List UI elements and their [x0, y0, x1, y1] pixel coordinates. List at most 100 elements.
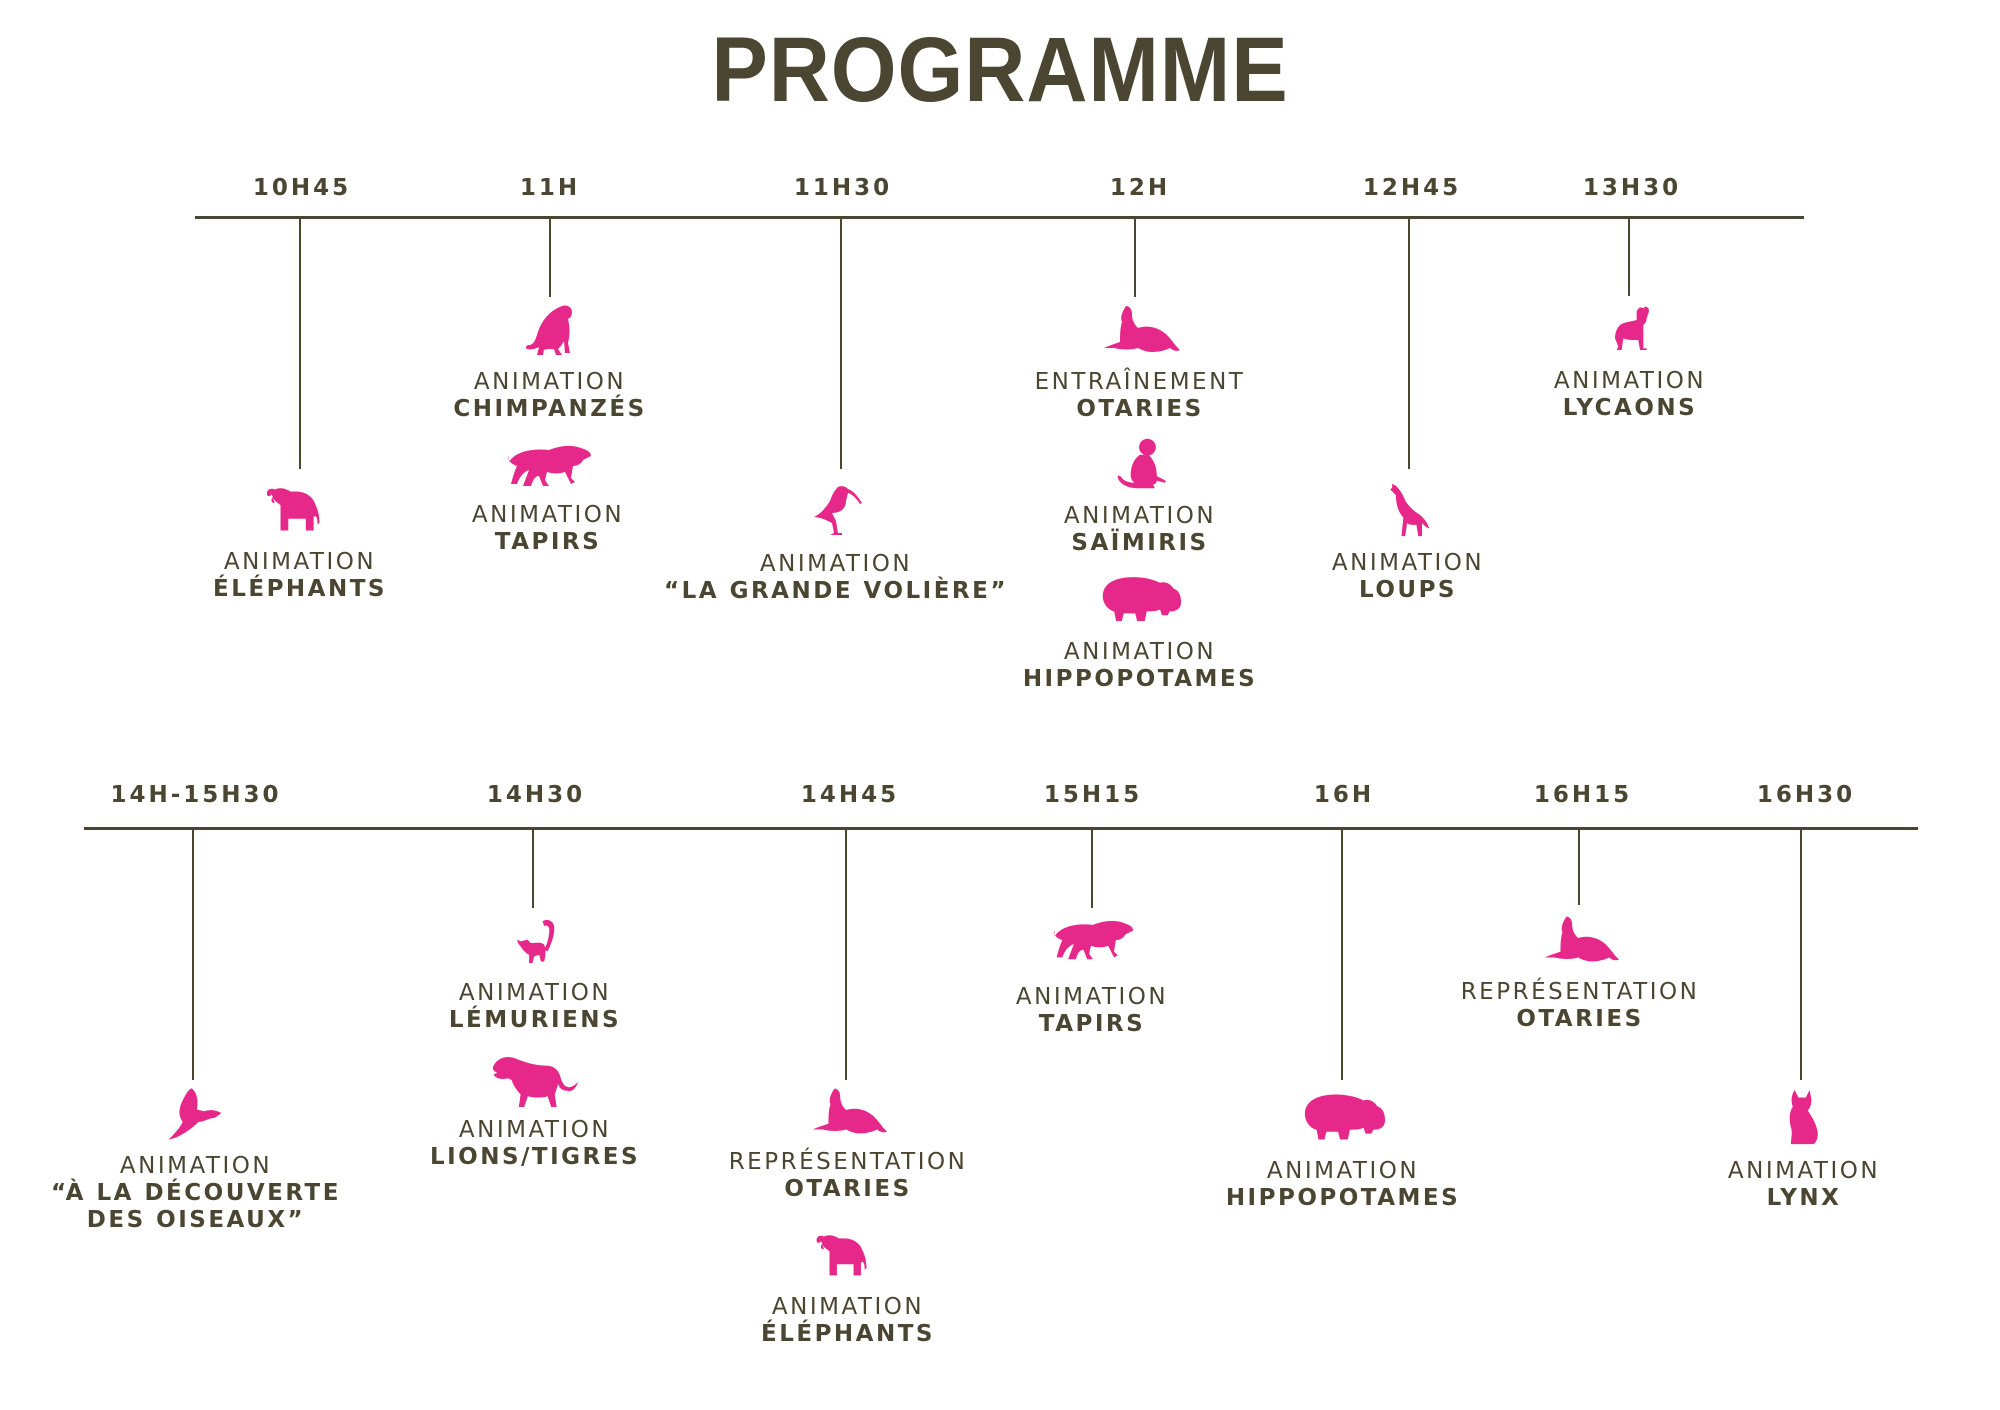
time-connector — [845, 829, 847, 1080]
lemur-icon — [514, 916, 556, 970]
tapir-icon — [1049, 916, 1135, 970]
time-label: 10H45 — [252, 175, 352, 201]
event-type: ANIMATION — [458, 1117, 612, 1143]
time-connector — [1134, 217, 1136, 297]
event-type: ANIMATION — [223, 549, 377, 575]
event-name: ÉLÉPHANTS — [213, 576, 387, 602]
event-item: ANIMATION LÉMURIENS — [375, 916, 695, 1034]
event-name: CHIMPANZÉS — [453, 396, 647, 422]
chimpanzee-icon — [520, 302, 580, 358]
wolf-icon — [1383, 482, 1433, 538]
event-item: ANIMATION HIPPOPOTAMES — [1183, 1090, 1503, 1212]
ibis-bird-icon — [808, 483, 864, 537]
event-type: ANIMATION — [1266, 1158, 1420, 1184]
event-type: ANIMATION — [1063, 639, 1217, 665]
event-type: ANIMATION — [1553, 368, 1707, 394]
time-connector — [299, 217, 301, 469]
hippo-icon — [1097, 573, 1183, 627]
event-name: OTARIES — [784, 1176, 912, 1202]
tapir-icon — [503, 442, 593, 496]
event-type: ANIMATION — [1331, 550, 1485, 576]
event-type: ANIMATION — [771, 1294, 925, 1320]
time-label: 12H45 — [1362, 175, 1462, 201]
time-connector — [1628, 217, 1630, 296]
event-item: ANIMATION “LA GRANDE VOLIÈRE” — [636, 483, 1036, 605]
time-label: 13H30 — [1582, 175, 1682, 201]
hippo-icon — [1299, 1090, 1387, 1146]
event-item: ANIMATION ÉLÉPHANTS — [140, 481, 460, 603]
time-connector — [1578, 829, 1580, 905]
event-type: REPRÉSENTATION — [728, 1149, 968, 1175]
event-type: ANIMATION — [458, 980, 612, 1006]
timeline-axis-morning — [195, 216, 1804, 219]
event-item: ANIMATION “À LA DÉCOUVERTE DES OISEAUX” — [16, 1085, 376, 1234]
event-name: LYNX — [1766, 1185, 1842, 1211]
event-item: REPRÉSENTATION OTARIES — [1420, 913, 1740, 1033]
event-name: “LA GRANDE VOLIÈRE” — [664, 578, 1008, 604]
event-name: LÉMURIENS — [448, 1007, 622, 1033]
event-name: HIPPOPOTAMES — [1022, 666, 1258, 692]
event-item: ANIMATION ÉLÉPHANTS — [688, 1228, 1008, 1348]
sea-lion-icon — [1541, 913, 1619, 965]
sea-lion-icon — [809, 1085, 887, 1137]
tiger-icon — [485, 1053, 585, 1107]
time-label: 15H15 — [1043, 782, 1143, 808]
time-connector — [840, 217, 842, 469]
time-label: 14H30 — [486, 782, 586, 808]
elephant-icon — [811, 1228, 885, 1282]
event-item: ANIMATION TAPIRS — [932, 916, 1252, 1038]
event-type: ANIMATION — [759, 551, 913, 577]
event-item: ANIMATION TAPIRS — [388, 442, 708, 556]
time-label: 11H30 — [793, 175, 893, 201]
event-item: ANIMATION LOUPS — [1248, 482, 1568, 604]
time-label: 11H — [519, 175, 581, 201]
event-name-line2: DES OISEAUX” — [86, 1207, 306, 1233]
time-label: 12H — [1109, 175, 1171, 201]
event-type: ANIMATION — [1063, 503, 1217, 529]
time-connector — [1800, 829, 1802, 1080]
wild-dog-icon — [1605, 304, 1655, 356]
lynx-icon — [1784, 1090, 1824, 1146]
event-name: TAPIRS — [1038, 1011, 1146, 1037]
event-item: ANIMATION HIPPOPOTAMES — [980, 573, 1300, 693]
time-connector — [1091, 829, 1093, 908]
time-label: 14H45 — [800, 782, 900, 808]
event-type: ANIMATION — [473, 369, 627, 395]
event-type: ANIMATION — [471, 502, 625, 528]
event-type: ANIMATION — [119, 1153, 273, 1179]
event-item: ANIMATION LYCAONS — [1470, 304, 1790, 422]
time-connector — [192, 829, 194, 1080]
page-title: PROGRAMME — [711, 19, 1289, 121]
elephant-icon — [261, 481, 339, 537]
event-item: ANIMATION LIONS/TIGRES — [375, 1053, 695, 1171]
event-name: LYCAONS — [1562, 395, 1698, 421]
time-label: 16H — [1313, 782, 1375, 808]
event-name: SAÏMIRIS — [1071, 530, 1209, 556]
event-item: ANIMATION CHIMPANZÉS — [390, 302, 710, 423]
timeline-axis-afternoon — [84, 827, 1918, 830]
event-name: LIONS/TIGRES — [429, 1144, 641, 1170]
time-connector — [549, 217, 551, 297]
event-type: ANIMATION — [1727, 1158, 1881, 1184]
event-name: TAPIRS — [494, 529, 602, 555]
time-label: 16H30 — [1756, 782, 1856, 808]
event-name: “À LA DÉCOUVERTE — [51, 1180, 341, 1206]
time-connector — [1341, 829, 1343, 1080]
sea-lion-icon — [1100, 303, 1180, 355]
event-type: ENTRAÎNEMENT — [1034, 369, 1246, 395]
event-name: OTARIES — [1516, 1006, 1644, 1032]
event-type: ANIMATION — [1015, 984, 1169, 1010]
time-label: 14H-15H30 — [110, 782, 282, 808]
event-item: ANIMATION SAÏMIRIS — [980, 437, 1300, 557]
event-name: OTARIES — [1076, 396, 1204, 422]
time-label: 16H15 — [1533, 782, 1633, 808]
event-type: REPRÉSENTATION — [1460, 979, 1700, 1005]
event-name: LOUPS — [1359, 577, 1457, 603]
parrot-icon — [165, 1085, 227, 1141]
event-name: HIPPOPOTAMES — [1225, 1185, 1461, 1211]
event-item: REPRÉSENTATION OTARIES — [688, 1085, 1008, 1203]
event-item: ANIMATION LYNX — [1644, 1090, 1964, 1212]
time-connector — [1408, 217, 1410, 469]
event-name: ÉLÉPHANTS — [761, 1321, 935, 1347]
time-connector — [532, 829, 534, 908]
